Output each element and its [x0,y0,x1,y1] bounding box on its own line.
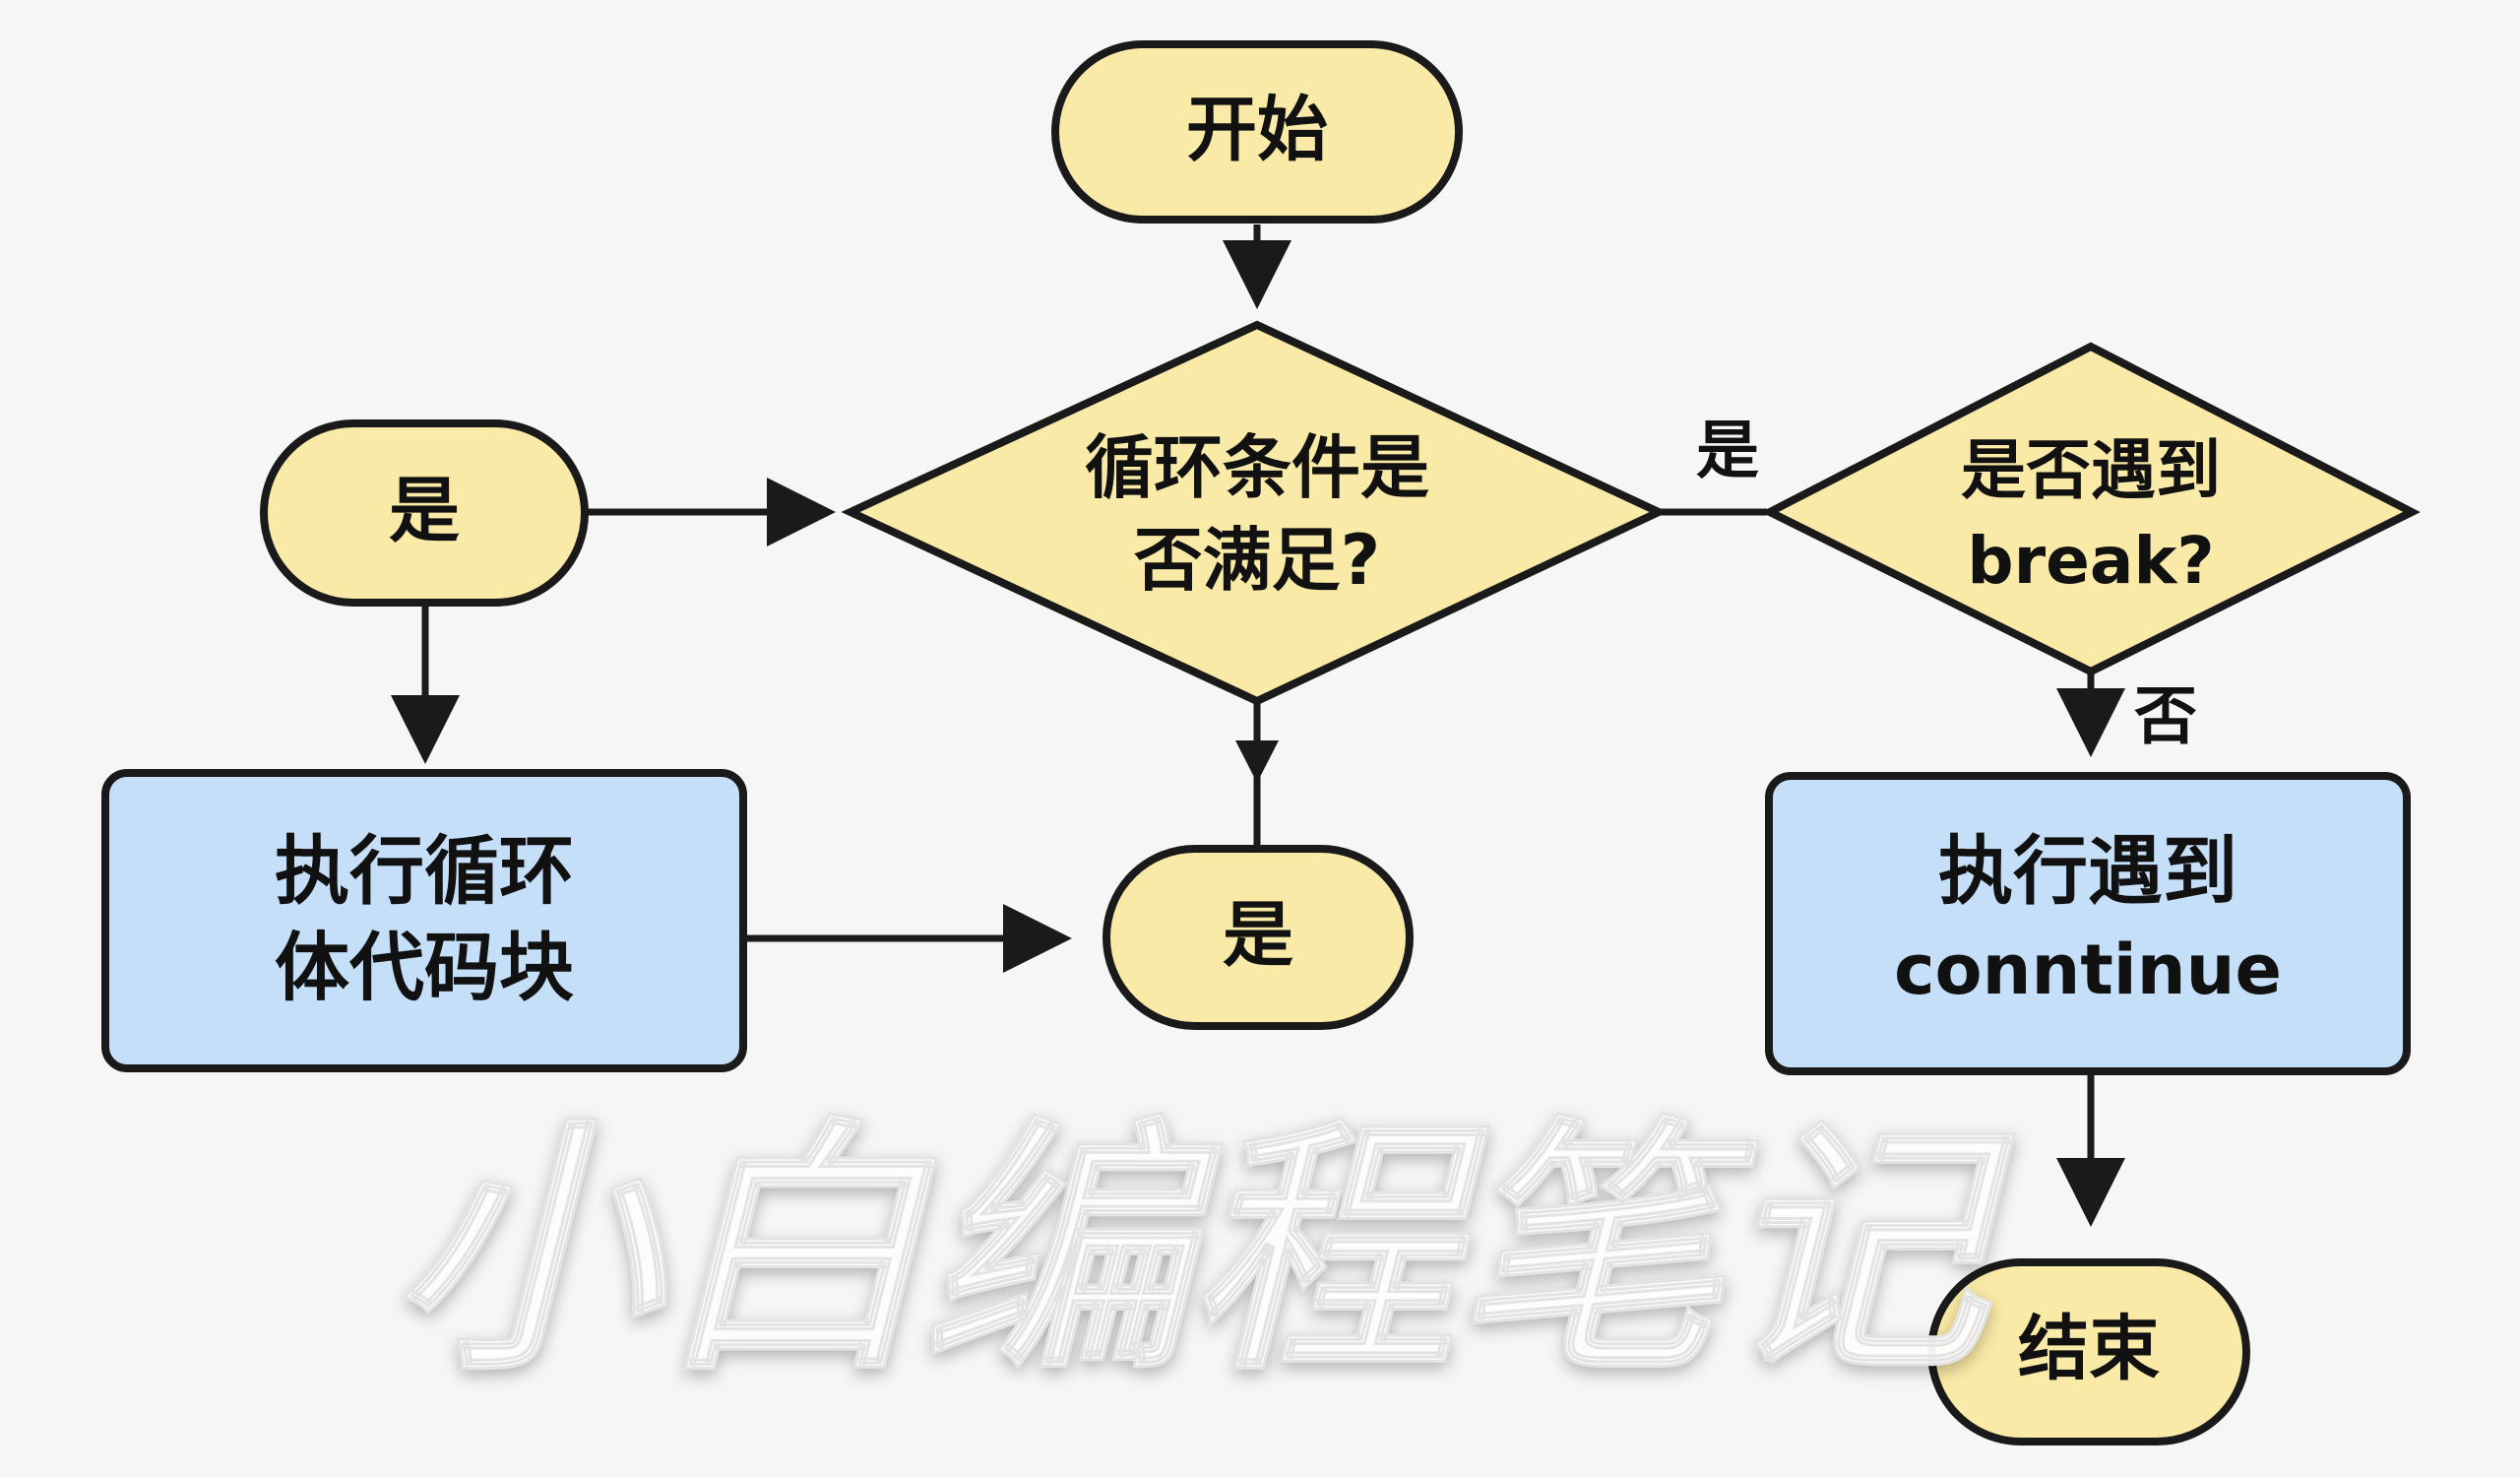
loop-condition-line2: 否满足? [1134,520,1381,601]
continue-node: 执行遇到 conntinue [1765,772,2411,1075]
continue-line1: 执行遇到 [1938,827,2237,915]
yes-center-label: 是 [1223,894,1293,977]
break-check-line1: 是否遇到 [1961,432,2221,508]
end-label: 结束 [2018,1308,2160,1390]
watermark-text: 小白编程笔记 [392,1096,2016,1406]
end-node: 结束 [1927,1258,2250,1445]
loop-condition-node: 循环条件是 否满足? [841,320,1669,706]
watermark: 小白编程笔记 [391,1094,2018,1407]
edge-label-yes: 是 [1696,416,1759,488]
edge-condition-arrowhead [1235,740,1279,783]
loop-body-line1: 执行循环 [275,827,574,915]
start-node: 开始 [1051,40,1463,224]
start-label: 开始 [1186,89,1328,171]
loop-body-line2: 体代码块 [275,924,574,1011]
loop-body-node: 执行循环 体代码块 [101,769,747,1072]
break-check-node: 是否遇到 break? [1761,342,2421,676]
yes-center-node: 是 [1102,845,1414,1030]
loop-condition-line1: 循环条件是 [1085,427,1429,508]
edge-label-no: 否 [2134,681,2197,754]
yes-left-label: 是 [389,470,460,552]
continue-line2: conntinue [1894,930,2282,1010]
break-check-line2: break? [1967,523,2214,599]
yes-left-node: 是 [260,419,589,607]
edges [391,225,2125,1227]
